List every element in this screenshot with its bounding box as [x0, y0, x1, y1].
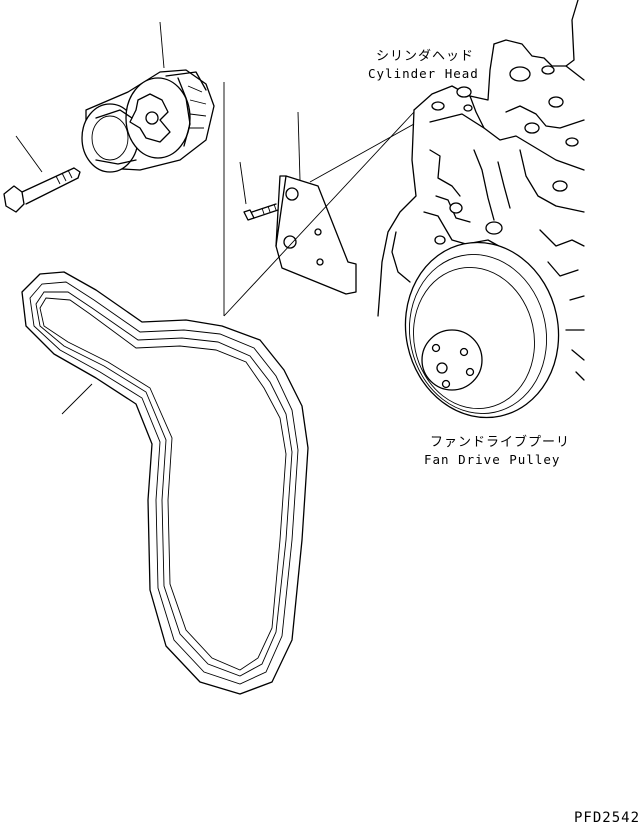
fan-pulley-label-en: Fan Drive Pulley — [424, 452, 560, 467]
drawing-code: PFD2542 — [574, 810, 640, 826]
fan-pulley-label-jp: ファンドライブプーリ — [430, 434, 570, 450]
leader-lines — [15, 21, 415, 415]
bracket-bolt — [243, 203, 279, 221]
cylinder-head-label-jp: シリンダヘッド — [376, 49, 474, 64]
mounting-bolt — [3, 167, 81, 213]
cylinder-head-label-en: Cylinder Head — [368, 66, 479, 81]
alternator-assembly — [81, 69, 215, 173]
bracket-plate — [275, 175, 357, 295]
v-belt — [21, 271, 309, 695]
fan-drive-pulley — [404, 241, 560, 419]
engine-block — [377, 0, 585, 381]
